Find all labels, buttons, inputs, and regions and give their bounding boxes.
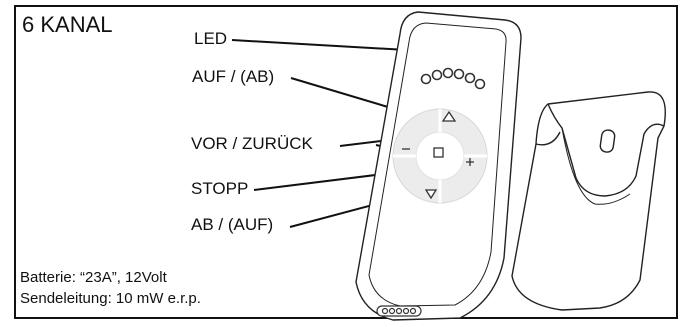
diagram-title: 6 KANAL: [22, 12, 113, 37]
plus-icon: [466, 158, 474, 166]
label-down: AB / (AUF): [191, 215, 274, 234]
label-forward-back: VOR / ZURÜCK: [191, 134, 313, 153]
label-up: AUF / (AB): [192, 67, 275, 86]
led-row: [420, 67, 486, 90]
led-3: [442, 67, 454, 79]
battery-spec: Batterie: “23A”, 12Volt: [20, 269, 167, 286]
led-6: [474, 78, 486, 90]
leader-led: [231, 39, 425, 52]
diagram-frame: [14, 5, 678, 319]
label-stop: STOPP: [191, 179, 249, 198]
triangle-up-icon: [441, 110, 457, 122]
wall-holder: [511, 91, 666, 311]
transmit-spec: Sendeleitung: 10 mW e.r.p.: [20, 290, 201, 307]
led-4: [453, 68, 465, 80]
square-icon: [433, 147, 444, 158]
label-led: LED: [194, 29, 228, 48]
triangle-down-icon: [424, 189, 438, 200]
led-1: [420, 73, 432, 85]
led-2: [431, 69, 443, 81]
holder-slot: [599, 129, 616, 153]
led-5: [464, 72, 476, 84]
remote-connector: [376, 305, 422, 317]
